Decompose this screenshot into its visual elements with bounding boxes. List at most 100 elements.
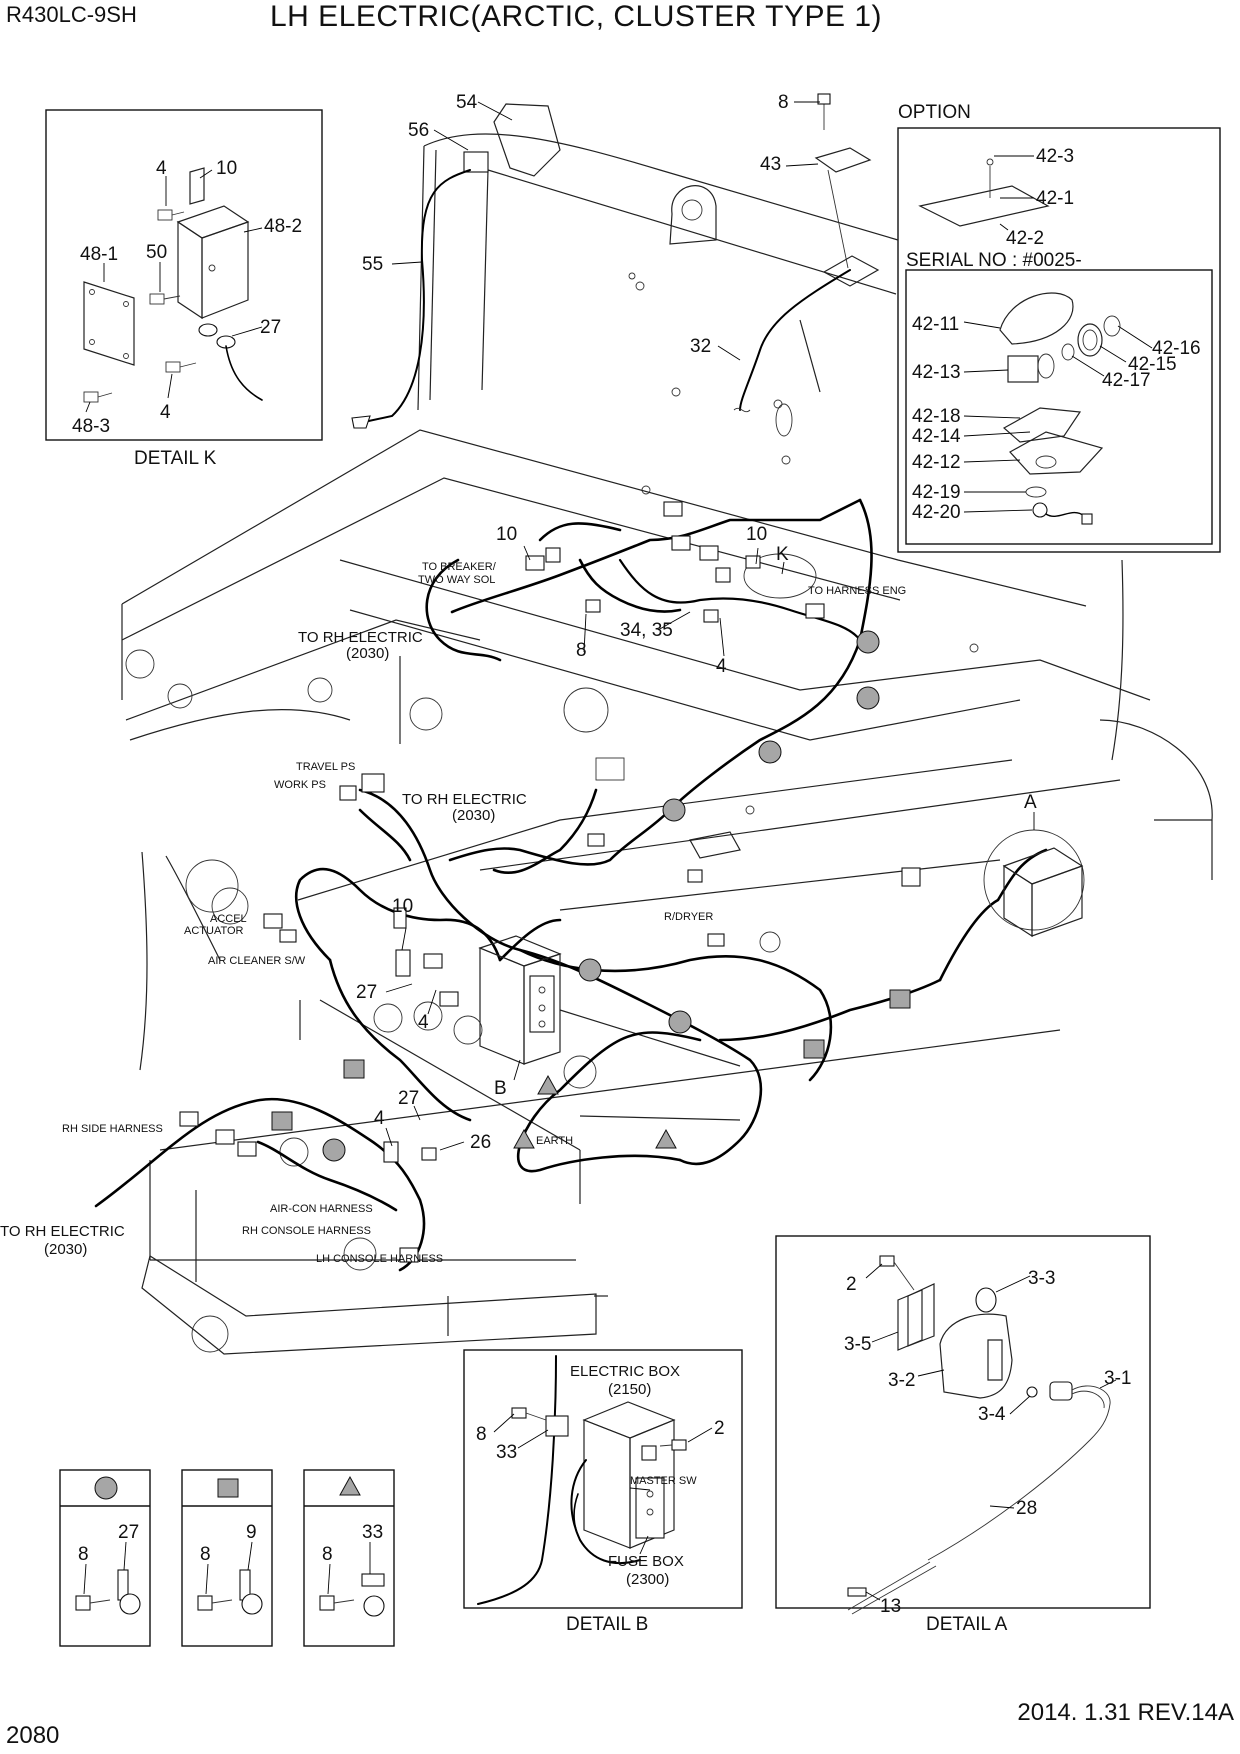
callout: 4 xyxy=(156,158,167,179)
callout: 10 xyxy=(216,158,237,179)
detail-a-caption: DETAIL A xyxy=(926,1614,1008,1635)
callout: 42-13 xyxy=(912,362,961,383)
callout: 34, 35 xyxy=(620,620,673,641)
legend: 27 8 9 8 33 8 xyxy=(59,1469,395,1647)
callout: 26 xyxy=(470,1132,491,1153)
page-title: LH ELECTRIC(ARCTIC, CLUSTER TYPE 1) xyxy=(270,0,882,33)
callout: 42-1 xyxy=(1036,188,1074,209)
note-label: (2150) xyxy=(608,1381,651,1398)
note-label: (2030) xyxy=(346,645,389,662)
note-label: ACCEL xyxy=(210,913,247,925)
callout: 4 xyxy=(160,402,171,423)
callout: 3-3 xyxy=(1028,1268,1055,1289)
lifting-eye xyxy=(669,185,717,245)
note-label: TO HARNESS ENG xyxy=(808,585,906,597)
callout: 42-12 xyxy=(912,452,961,473)
sensor-icon xyxy=(1049,1381,1073,1401)
model-code: R430LC-9SH xyxy=(6,2,137,27)
lamp-cover xyxy=(999,292,1074,345)
bolt-icon xyxy=(511,1407,527,1419)
note-label: R/DRYER xyxy=(664,911,713,923)
callout: 42-3 xyxy=(1036,146,1074,167)
note-label: TWO WAY SOL xyxy=(418,574,495,586)
callout: 3-2 xyxy=(888,1370,915,1391)
callout: 33 xyxy=(362,1522,383,1543)
callout: 8 xyxy=(778,92,789,113)
callout: 3-1 xyxy=(1104,1368,1131,1389)
callout: 54 xyxy=(456,92,478,113)
callout: 32 xyxy=(690,336,711,357)
legend-box-square xyxy=(181,1469,273,1647)
lamp-unit xyxy=(1007,355,1039,383)
callout: 9 xyxy=(246,1522,257,1543)
harness-wire xyxy=(448,498,873,866)
callout: 56 xyxy=(408,120,429,141)
callout: 42-20 xyxy=(912,502,961,523)
detail-k-marker xyxy=(743,553,817,599)
clip-icon xyxy=(198,323,218,337)
callout: 8 xyxy=(78,1544,89,1565)
note-label: TO BREAKER/ xyxy=(422,561,497,573)
triangle-clip-symbol xyxy=(339,1475,361,1496)
callout: 10 xyxy=(496,524,517,545)
square-clip-symbol xyxy=(271,989,911,1131)
detail-k-caption: DETAIL K xyxy=(134,448,217,469)
callout: 3-4 xyxy=(978,1404,1006,1425)
note-label: TO RH ELECTRIC xyxy=(298,629,423,646)
legend-box-triangle xyxy=(303,1469,395,1647)
serial-frame xyxy=(905,269,1213,545)
main-assembly: 54 56 55 8 43 32 10 8 34, 35 4 10 K A 10… xyxy=(0,92,1213,1355)
callout: 8 xyxy=(576,640,587,661)
circle-clip-symbol xyxy=(322,630,880,1162)
revision-date: 2014. 1.31 REV.14A xyxy=(1017,1699,1234,1726)
legend-box-circle xyxy=(59,1469,151,1647)
note-label: FUSE BOX xyxy=(608,1553,684,1570)
harness-wire xyxy=(938,848,1048,982)
circle-clip-symbol xyxy=(94,1476,118,1500)
detail-k: 4 10 48-2 48-1 50 27 4 48-3 DETAIL K xyxy=(45,109,323,469)
detail-a-marker xyxy=(983,829,1085,931)
callout: 3-5 xyxy=(844,1334,871,1355)
callout: 42-11 xyxy=(912,314,959,335)
callout: 2 xyxy=(714,1418,725,1439)
callout: 4 xyxy=(374,1108,385,1129)
note-label: ELECTRIC BOX xyxy=(570,1363,680,1380)
callout: 28 xyxy=(1016,1498,1037,1519)
note-label: ACTUATOR xyxy=(184,925,244,937)
callout: 43 xyxy=(760,154,781,175)
callout: 42-14 xyxy=(912,426,961,447)
callout: 4 xyxy=(716,656,727,677)
detail-b-frame xyxy=(463,1349,743,1609)
mount-plate xyxy=(822,255,880,287)
triangle-clip-symbol xyxy=(513,1074,677,1149)
note-label: AIR CLEANER S/W xyxy=(208,955,306,967)
callout: 48-1 xyxy=(80,244,118,265)
note-label: WORK PS xyxy=(274,779,326,791)
callout: 42-19 xyxy=(912,482,961,503)
harness-wire xyxy=(358,788,763,1166)
detail-b: ELECTRIC BOX (2150) 8 33 2 MASTER SW FUS… xyxy=(463,1349,743,1635)
electric-box xyxy=(582,1401,676,1439)
note-label: (2030) xyxy=(44,1241,87,1258)
option-panel: OPTION 42-3 42-1 42-2 SERIAL NO : #0025- xyxy=(897,102,1221,553)
bolt-icon xyxy=(879,1255,895,1267)
callout: 48-2 xyxy=(264,216,302,237)
clip-icon xyxy=(319,1573,385,1617)
callout: 33 xyxy=(496,1442,517,1463)
note-label: TRAVEL PS xyxy=(296,761,355,773)
bracket xyxy=(189,167,205,205)
clip-icon xyxy=(197,1569,263,1615)
callout: 8 xyxy=(476,1424,487,1445)
callout: 50 xyxy=(146,242,167,263)
note-label: RH SIDE HARNESS xyxy=(62,1123,163,1135)
box-top xyxy=(176,205,250,239)
clip-icon xyxy=(75,1569,141,1615)
callout: 42-16 xyxy=(1152,338,1201,359)
callout: 8 xyxy=(322,1544,333,1565)
arctic-tank xyxy=(939,1313,1013,1399)
callout: 55 xyxy=(362,254,383,275)
callout: 27 xyxy=(398,1088,419,1109)
callout: 42-17 xyxy=(1102,370,1151,391)
tank-cap xyxy=(975,1287,997,1313)
